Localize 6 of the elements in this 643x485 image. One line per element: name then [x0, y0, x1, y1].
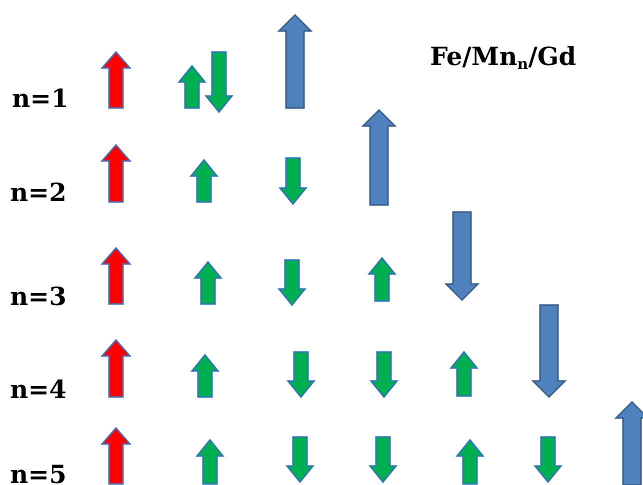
row-label: n=2: [10, 180, 67, 205]
row-label: n=5: [10, 462, 67, 485]
row-label: n=3: [10, 284, 67, 309]
title-label: Fe/Mn$_{n}$/Gd: [430, 44, 576, 72]
row-label: n=1: [12, 86, 69, 111]
row-label: n=4: [10, 377, 67, 402]
